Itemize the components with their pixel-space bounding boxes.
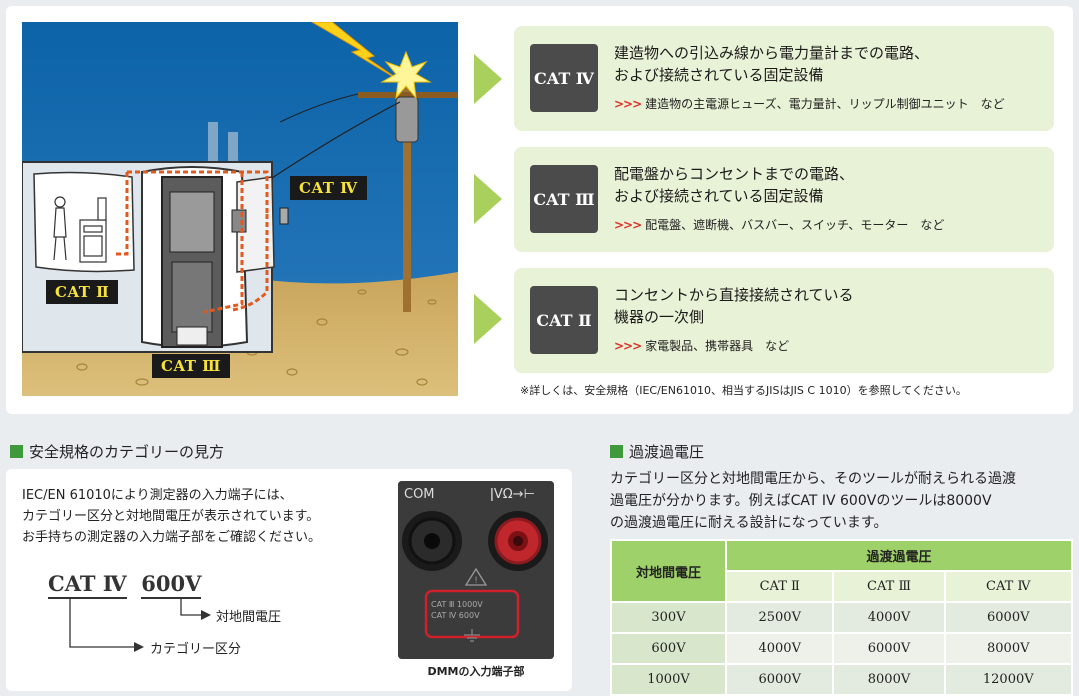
- section-title-text: 安全規格のカテゴリーの見方: [29, 443, 225, 461]
- category-card-cat3: CAT Ⅲ 配電盤からコンセントまでの電路、 および接続されている固定設備 >>…: [514, 147, 1054, 252]
- diode-icon: →⊢: [512, 487, 535, 502]
- table-row: 600V 4000V 6000V 8000V: [610, 632, 1074, 665]
- marking-category: CAT Ⅳ: [48, 571, 127, 599]
- description-line: 過電圧が分かります。例えばCAT IV 600Vのツールは8000V: [610, 493, 992, 509]
- intro-line: カテゴリー区分と対地間電圧が表示されています。: [22, 509, 320, 524]
- dmm-drawing: !: [398, 481, 554, 659]
- scene-label-cat2: CAT Ⅱ: [46, 280, 119, 304]
- v-terminal-label: ǀVΩ→⊢: [490, 487, 535, 502]
- arrow-right-icon: [474, 294, 502, 344]
- table-subheader-row: CAT Ⅱ CAT Ⅲ CAT Ⅳ: [611, 570, 1074, 603]
- installation-illustration: CAT Ⅳ CAT Ⅱ CAT Ⅲ: [21, 21, 458, 396]
- column-header: CAT Ⅳ: [943, 570, 1074, 603]
- category-examples: >>>家電製品、携帯器具 など: [614, 337, 789, 354]
- category-examples: >>>配電盤、遮断機、バスバー、スイッチ、モーター など: [614, 216, 944, 233]
- voltage-cell: 600V: [610, 632, 727, 665]
- chevron-right-icon: >>>: [614, 97, 642, 111]
- value-cell: 8000V: [943, 632, 1074, 665]
- how-to-read-panel: IEC/EN 61010により測定器の入力端子には、 カテゴリー区分と対地間電圧…: [6, 469, 572, 691]
- voltage-cell: 1000V: [610, 663, 727, 696]
- value-cell: 6000V: [724, 663, 835, 696]
- category-title-line: コンセントから直接接続されている: [614, 286, 854, 304]
- value-cell: 4000V: [724, 632, 835, 665]
- column-header: CAT Ⅲ: [832, 570, 946, 603]
- category-title: 建造物への引込み線から電力量計までの電路、 および接続されている固定設備: [614, 42, 929, 86]
- marking-example: CAT Ⅳ 600V: [48, 571, 202, 599]
- row-header-cell: 対地間電圧: [610, 539, 727, 603]
- arrow-right-icon: [474, 54, 502, 104]
- description-line: カテゴリー区分と対地間電圧から、そのツールが耐えられる過渡: [610, 471, 1016, 487]
- category-title-line: 機器の一次側: [614, 308, 705, 326]
- category-badge: CAT Ⅳ: [530, 44, 598, 112]
- category-badge: CAT Ⅲ: [530, 165, 598, 233]
- value-cell: 2500V: [724, 601, 835, 634]
- svg-text:!: !: [474, 576, 478, 586]
- green-square-icon: [610, 445, 623, 458]
- dmm-marking-line: CAT Ⅳ 600V: [431, 611, 480, 620]
- table-row: 300V 2500V 4000V 6000V: [610, 601, 1074, 634]
- category-card-cat4: CAT Ⅳ 建造物への引込み線から電力量計までの電路、 および接続されている固定…: [514, 26, 1054, 131]
- scene-drawing: [21, 21, 458, 396]
- thermometer-icon: ǀ: [490, 487, 494, 502]
- description-line: の過渡過電圧に耐える設計になっています。: [610, 515, 888, 531]
- standards-note: ※詳しくは、安全規格（IEC/EN61010、相当するJISはJIS C 101…: [520, 384, 967, 397]
- table-row: 1000V 6000V 8000V 12000V: [610, 663, 1074, 696]
- voltage-annotation: 対地間電圧: [216, 610, 282, 625]
- v-label-text: VΩ: [493, 487, 513, 502]
- scene-label-cat3: CAT Ⅲ: [152, 354, 230, 378]
- intro-line: IEC/EN 61010により測定器の入力端子には、: [22, 488, 293, 503]
- arrow-right-icon: [474, 174, 502, 224]
- category-examples-text: 建造物の主電源ヒューズ、電力量計、リップル制御ユニット など: [645, 97, 1005, 111]
- category-examples: >>>建造物の主電源ヒューズ、電力量計、リップル制御ユニット など: [614, 95, 1005, 112]
- dmm-marking-line: CAT Ⅲ 1000V: [431, 600, 483, 609]
- chevron-right-icon: >>>: [614, 218, 642, 232]
- value-cell: 6000V: [943, 601, 1074, 634]
- group-header-cell: 過渡過電圧: [725, 539, 1073, 572]
- scene-label-cat4: CAT Ⅳ: [290, 176, 367, 200]
- category-annotation: カテゴリー区分: [150, 642, 242, 657]
- category-title-line: 配電盤からコンセントまでの電路、: [614, 165, 855, 183]
- section-title-text: 過渡過電圧: [629, 443, 705, 461]
- dmm-caption: DMMの入力端子部: [427, 665, 525, 678]
- category-examples-text: 配電盤、遮断機、バスバー、スイッチ、モーター など: [645, 218, 945, 232]
- category-title-line: 建造物への引込み線から電力量計までの電路、: [614, 44, 930, 62]
- category-examples-text: 家電製品、携帯器具 など: [645, 339, 790, 353]
- category-card-cat2: CAT Ⅱ コンセントから直接接続されている 機器の一次側 >>>家電製品、携帯…: [514, 268, 1054, 373]
- section-title-transient: 過渡過電圧: [610, 441, 704, 462]
- value-cell: 6000V: [832, 632, 946, 665]
- voltage-cell: 300V: [610, 601, 727, 634]
- transient-voltage-table: 対地間電圧 過渡過電圧 CAT Ⅱ CAT Ⅲ CAT Ⅳ 300V 2500V…: [610, 539, 1074, 696]
- marking-voltage: 600V: [141, 571, 202, 599]
- intro-text: IEC/EN 61010により測定器の入力端子には、 カテゴリー区分と対地間電圧…: [22, 485, 321, 548]
- column-header: CAT Ⅱ: [724, 570, 835, 603]
- value-cell: 8000V: [832, 663, 946, 696]
- table-header-row: 対地間電圧 過渡過電圧: [610, 539, 1073, 603]
- dmm-marking: CAT Ⅲ 1000V CAT Ⅳ 600V: [431, 599, 483, 621]
- value-cell: 12000V: [943, 663, 1074, 696]
- dmm-terminal-image: ! COM ǀVΩ→⊢ CAT Ⅲ 1000V CAT Ⅳ 600V: [398, 481, 554, 659]
- category-title: 配電盤からコンセントまでの電路、 および接続されている固定設備: [614, 163, 854, 207]
- section-title-how-to-read: 安全規格のカテゴリーの見方: [10, 441, 224, 462]
- chevron-right-icon: >>>: [614, 339, 642, 353]
- com-label: COM: [404, 487, 435, 502]
- intro-line: お手持ちの測定器の入力端子部をご確認ください。: [22, 530, 322, 545]
- annotation-lines: [69, 599, 211, 652]
- transient-description: カテゴリー区分と対地間電圧から、そのツールが耐えられる過渡 過電圧が分かります。…: [610, 468, 1016, 534]
- value-cell: 4000V: [832, 601, 946, 634]
- category-badge: CAT Ⅱ: [530, 286, 598, 354]
- green-square-icon: [10, 445, 23, 458]
- category-title-line: および接続されている固定設備: [614, 187, 824, 205]
- category-title-line: および接続されている固定設備: [614, 66, 824, 84]
- category-title: コンセントから直接接続されている 機器の一次側: [614, 284, 854, 328]
